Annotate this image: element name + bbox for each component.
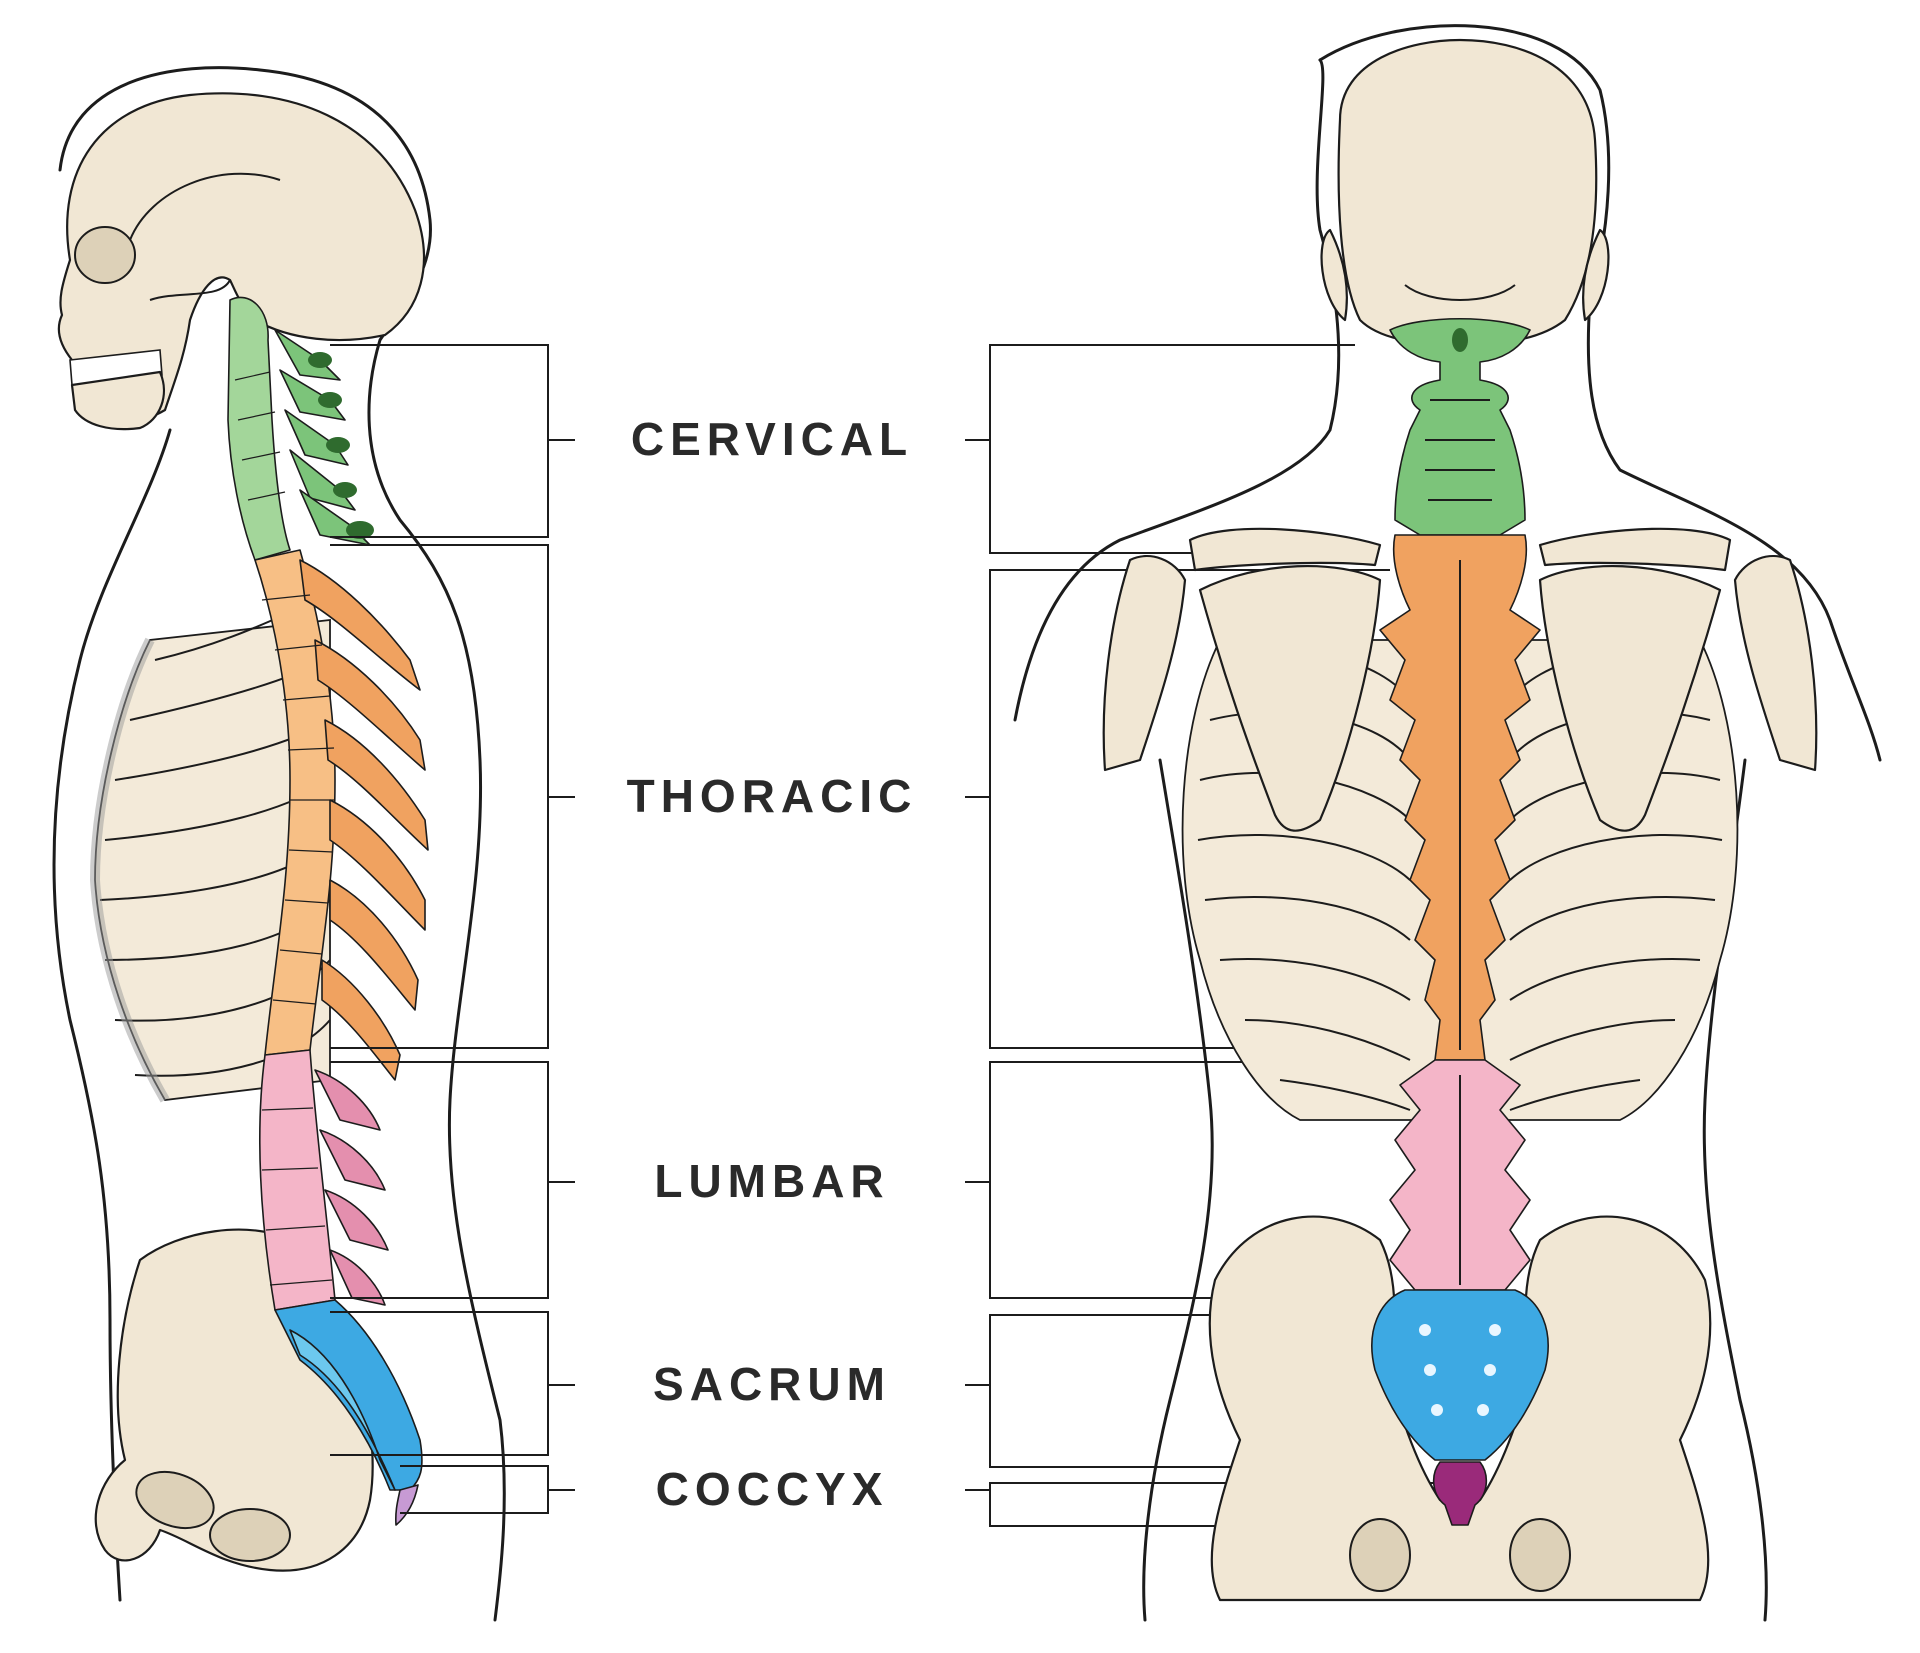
lateral-cervical [227,296,374,561]
posterior-clavicle-left [1188,527,1382,572]
posterior-ear-right [1582,228,1610,322]
label-coccyx: COCCYX [656,1463,889,1515]
lateral-view [52,66,506,1622]
lateral-ribcage [89,599,333,1103]
lateral-skull-suture [129,172,281,301]
posterior-scapula-left [1198,564,1382,832]
posterior-torso-left [1142,758,1214,1622]
posterior-view [1013,24,1882,1622]
posterior-humerus-right [1733,555,1818,772]
lateral-eye-socket [74,226,136,284]
lateral-thoracic [254,549,429,1081]
posterior-clavicle-right [1538,527,1732,572]
region-labels: CERVICAL THORACIC LUMBAR SACRUM COCCYX [627,413,918,1515]
posterior-obturator-right [1509,1518,1571,1592]
posterior-coccyx [1432,1461,1488,1526]
lateral-coccyx [395,1484,419,1526]
posterior-body-outline [1318,24,1882,762]
lateral-hip-socket [209,1508,291,1562]
lateral-ischium [135,1470,215,1530]
label-thoracic: THORACIC [627,770,918,822]
lateral-lumbar [258,1049,389,1311]
left-brackets [330,344,575,1514]
posterior-cervical [1389,318,1531,536]
label-sacrum: SACRUM [653,1358,891,1410]
lateral-body-outline [58,66,506,1622]
label-cervical: CERVICAL [631,413,913,465]
lateral-front-outline [52,428,172,1602]
posterior-sacrum [1371,1289,1549,1461]
lateral-sacrum [274,1299,423,1491]
posterior-scapula-right [1538,564,1722,832]
lateral-jaw [70,370,165,431]
posterior-lumbar [1389,1059,1531,1291]
posterior-obturator-left [1349,1518,1411,1592]
posterior-ear-left [1320,228,1348,322]
posterior-skull [1337,38,1598,347]
posterior-humerus-left [1102,555,1187,772]
label-lumbar: LUMBAR [654,1155,889,1207]
